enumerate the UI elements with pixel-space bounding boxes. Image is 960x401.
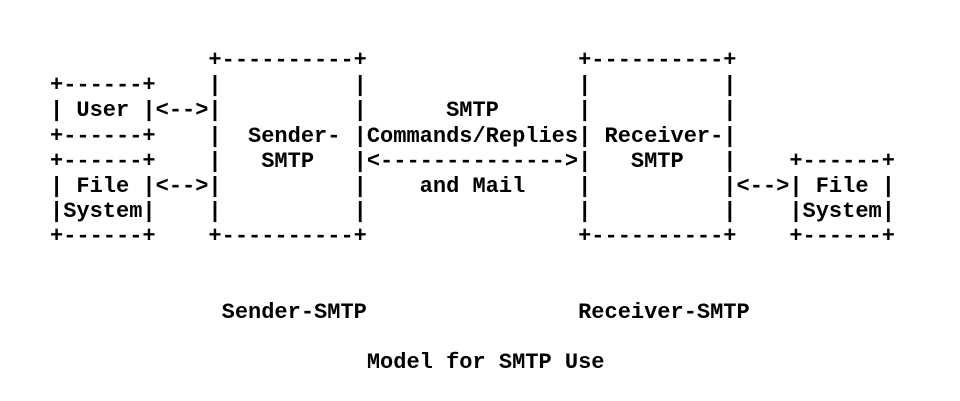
ascii-line-smtp-arrow-row: +------+ | SMTP |<-------------->| SMTP …: [50, 148, 895, 174]
caption-labels-line: Sender-SMTP Receiver-SMTP: [50, 299, 750, 325]
ascii-line-box-tops: +----------+ +----------+: [50, 48, 737, 73]
ascii-line-box-bottoms: +------+ +----------+ +----------+ +----…: [50, 224, 895, 250]
ascii-line-blank: [50, 250, 895, 275]
ascii-line-sender-row: +------+ | Sender- |Commands/Replies| Re…: [50, 123, 737, 149]
ascii-line-blank: [50, 275, 895, 300]
smtp-model-diagram: +----------+ +----------+ +------+ | | |…: [50, 48, 895, 375]
ascii-line-user-box-top: +------+ | | | |: [50, 73, 737, 99]
diagram-title-line: Model for SMTP Use: [50, 350, 605, 376]
ascii-line-system-row: |System| | | | | |System|: [50, 199, 895, 225]
ascii-line-blank: [50, 325, 895, 350]
ascii-line-user-row: | User |<-->| | SMTP | |: [50, 98, 737, 124]
ascii-line-file-row: | File |<-->| | and Mail | |<-->| File |: [50, 173, 895, 199]
